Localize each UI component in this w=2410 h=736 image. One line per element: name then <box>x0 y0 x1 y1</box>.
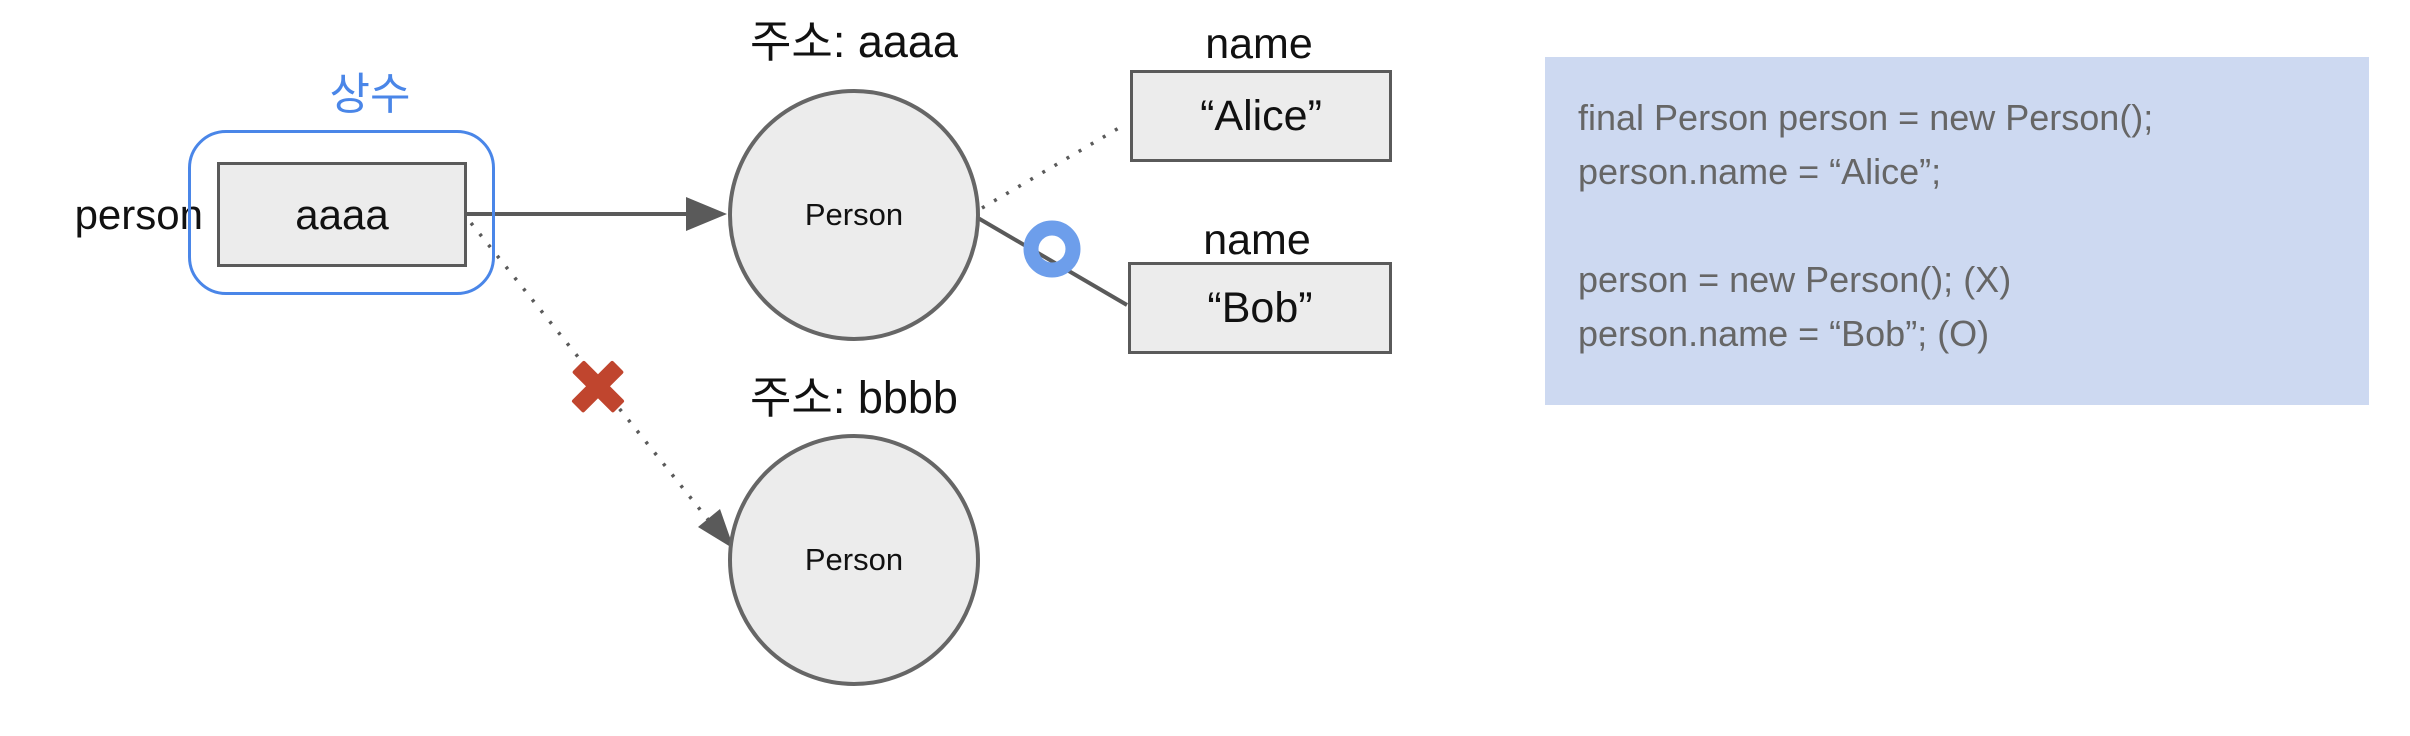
object-a-class-name: Person <box>804 197 904 232</box>
object-b-class-name: Person <box>804 542 904 577</box>
heap-object-b-circle: Person <box>728 434 980 686</box>
field-new-label: name <box>1203 216 1311 264</box>
old-field-reference-dotted-line <box>981 123 1125 210</box>
code-line-1: final Person person = new Person(); <box>1578 97 2154 138</box>
reassign-dotted-line <box>469 221 716 529</box>
code-line-3 <box>1578 199 2369 253</box>
code-line-5: person.name = “Bob”; (O) <box>1578 313 1990 354</box>
object-a-address-label: 주소: aaaa <box>750 16 958 67</box>
field-old-label: name <box>1205 20 1313 68</box>
forbidden-x-marker <box>571 360 625 413</box>
object-b-address-label: 주소: bbbb <box>750 372 958 423</box>
variable-name-label: person <box>74 191 203 238</box>
new-field-reference-line <box>976 216 1129 307</box>
constant-frame <box>188 130 495 295</box>
allowed-o-marker <box>1023 220 1081 278</box>
code-snippet-panel: final Person person = new Person(); pers… <box>1545 57 2369 405</box>
constant-annotation-label: 상수 <box>329 70 411 119</box>
x-marker-bar <box>571 360 624 413</box>
code-line-4: person = new Person(); (X) <box>1578 259 2012 300</box>
reference-arrow-head <box>686 197 727 231</box>
variable-value-box: aaaa <box>217 162 467 267</box>
code-line-2: person.name = “Alice”; <box>1578 151 1942 192</box>
field-new-value-box: “Bob” <box>1128 262 1392 354</box>
x-marker-bar <box>572 360 625 413</box>
heap-object-a-circle: Person <box>728 89 980 341</box>
field-old-value-box: “Alice” <box>1130 70 1392 162</box>
